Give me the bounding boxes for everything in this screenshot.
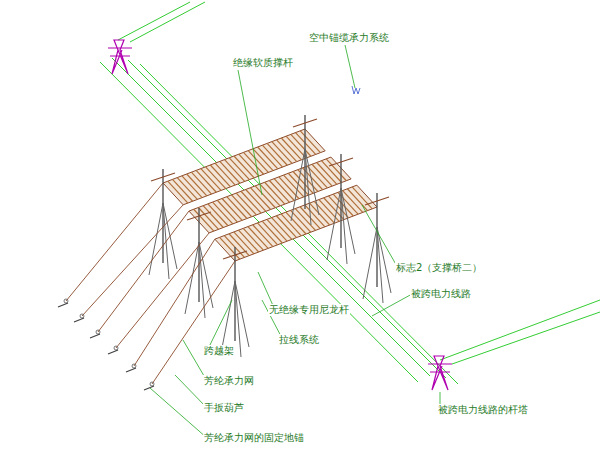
scaffold bbox=[58, 115, 391, 390]
ground-anchor bbox=[90, 334, 100, 338]
ground-anchor bbox=[144, 386, 154, 390]
pole bbox=[376, 193, 377, 287]
ground-anchor bbox=[74, 318, 84, 322]
callout-label: 拉线系统 bbox=[278, 334, 320, 346]
callout-label: 无绝缘专用尼龙杆 bbox=[268, 304, 350, 316]
callout-label: 手扳葫芦 bbox=[203, 402, 245, 414]
callout-label: 标志2（支撑桥二） bbox=[395, 262, 483, 274]
pole-leg bbox=[149, 203, 177, 279]
crossarm bbox=[365, 197, 389, 205]
ground-anchor bbox=[108, 350, 118, 354]
callout-label: 芳纶承力网 bbox=[203, 375, 255, 387]
pole-leg bbox=[327, 188, 355, 264]
guy-wire bbox=[82, 205, 183, 316]
pole-leg bbox=[291, 149, 319, 225]
hoist bbox=[96, 330, 100, 334]
leader-lines bbox=[150, 45, 440, 438]
callout-label: 被跨电力线路 bbox=[410, 288, 472, 300]
net-mesh bbox=[326, 159, 346, 181]
crossarm bbox=[151, 173, 175, 181]
guy-wire bbox=[66, 183, 163, 301]
hoist bbox=[80, 314, 84, 318]
callout-label: 绝缘软质撑杆 bbox=[232, 57, 294, 69]
tower-symbol bbox=[108, 40, 452, 390]
crossarm bbox=[293, 119, 317, 127]
callout-label: 跨越架 bbox=[203, 345, 235, 357]
pole-leg bbox=[363, 227, 391, 303]
crossarm bbox=[223, 251, 247, 259]
pole bbox=[198, 208, 199, 302]
guy-wire bbox=[116, 233, 209, 348]
guy-wire bbox=[152, 261, 235, 384]
hoist bbox=[132, 364, 136, 368]
net-mesh bbox=[300, 131, 320, 153]
hoist bbox=[150, 382, 154, 386]
crossarm bbox=[329, 158, 353, 166]
crossarm bbox=[187, 212, 211, 220]
pole bbox=[304, 115, 305, 209]
callout-label: 芳纶承力网的固定地锚 bbox=[203, 432, 305, 444]
power-lines bbox=[100, 2, 600, 384]
pole bbox=[340, 154, 341, 248]
callout-label: 空中锚缆承力系统 bbox=[308, 32, 390, 44]
ground-anchor bbox=[126, 368, 136, 372]
callout-label: 被跨电力线路的杆塔 bbox=[437, 404, 529, 416]
hoist bbox=[64, 299, 68, 303]
ground-anchor bbox=[58, 303, 68, 307]
hoist bbox=[114, 346, 118, 350]
